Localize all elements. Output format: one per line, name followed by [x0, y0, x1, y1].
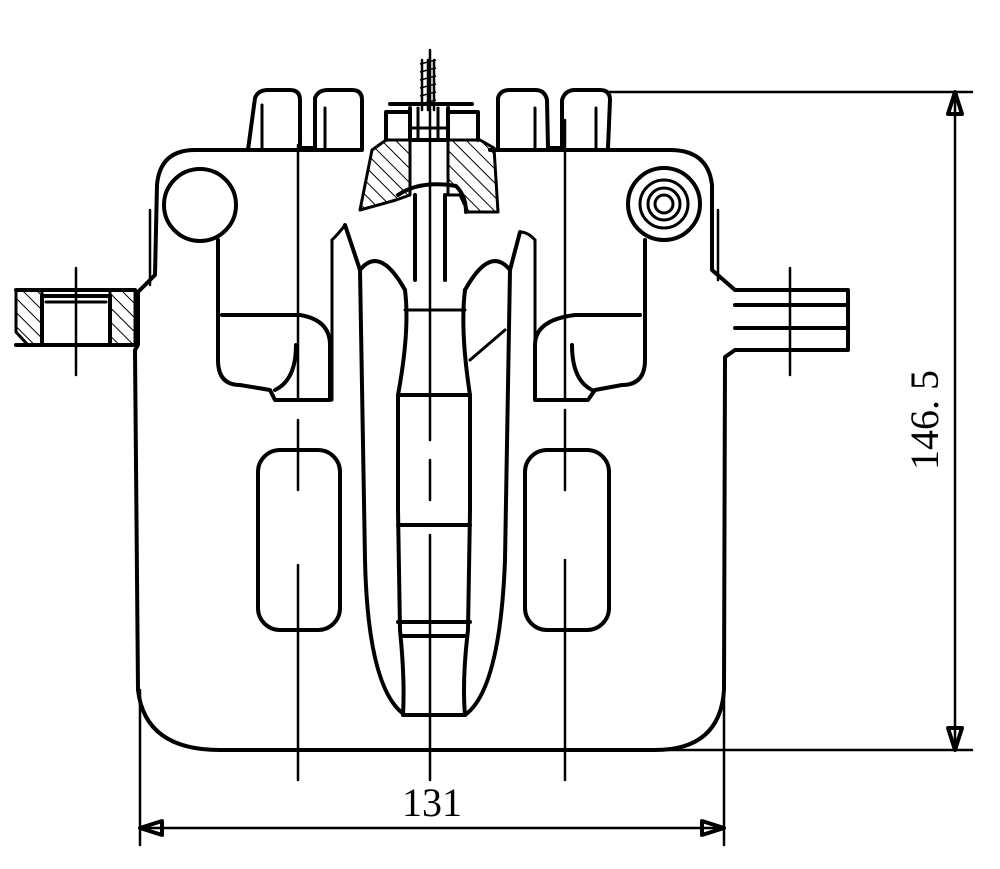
right-internal-passage: [533, 238, 647, 402]
central-cylinder: [330, 223, 537, 717]
right-window: [523, 448, 611, 632]
right-guide-boss: [626, 166, 702, 242]
height-dimension: 146. 5: [606, 90, 974, 752]
centerlines: [74, 48, 792, 782]
caliper-body-inner-edge: [148, 208, 720, 287]
height-dimension-label: 146. 5: [902, 370, 947, 470]
left-internal-passage: [216, 238, 332, 402]
width-dimension: 131: [138, 688, 726, 847]
width-dimension-label: 131: [402, 780, 462, 825]
caliper-body-outline: [133, 148, 850, 752]
top-bosses: [246, 88, 612, 152]
right-mounting-ear: [733, 303, 850, 330]
left-guide-hole: [162, 167, 238, 243]
